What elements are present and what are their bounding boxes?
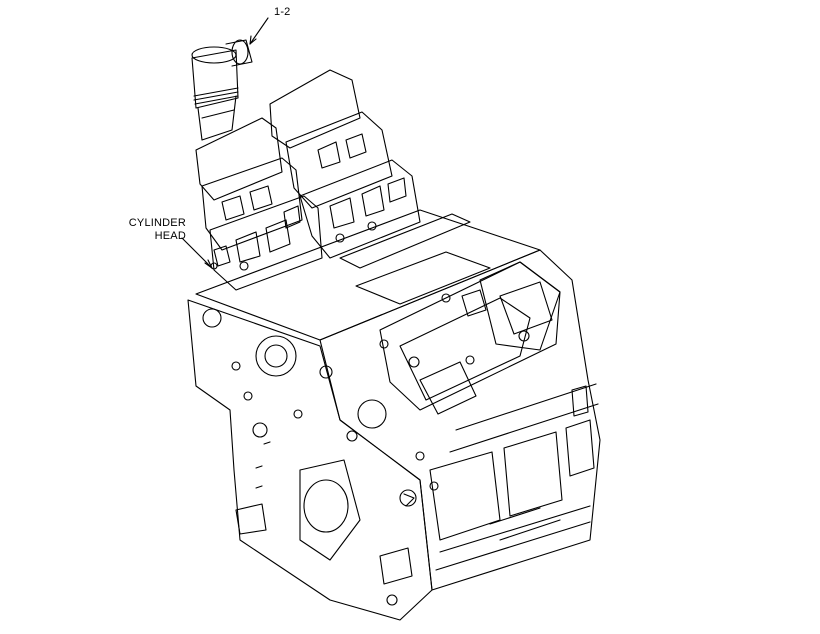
callout-cylinder-head: CYLINDER HEAD	[98, 217, 186, 243]
leader-cylinder-head	[181, 237, 213, 269]
cylinder-head-left	[195, 117, 323, 291]
leader-part-1-2	[249, 17, 269, 45]
cylinder-head-right	[269, 69, 421, 259]
callout-leaders	[181, 17, 269, 269]
filler-tube-component	[191, 39, 253, 141]
callout-cylinder-head-line1: CYLINDER	[128, 217, 186, 229]
block-right-side	[319, 249, 601, 591]
callout-cylinder-head-line2: HEAD	[154, 230, 186, 242]
callout-part-number: 1-2	[274, 6, 291, 18]
